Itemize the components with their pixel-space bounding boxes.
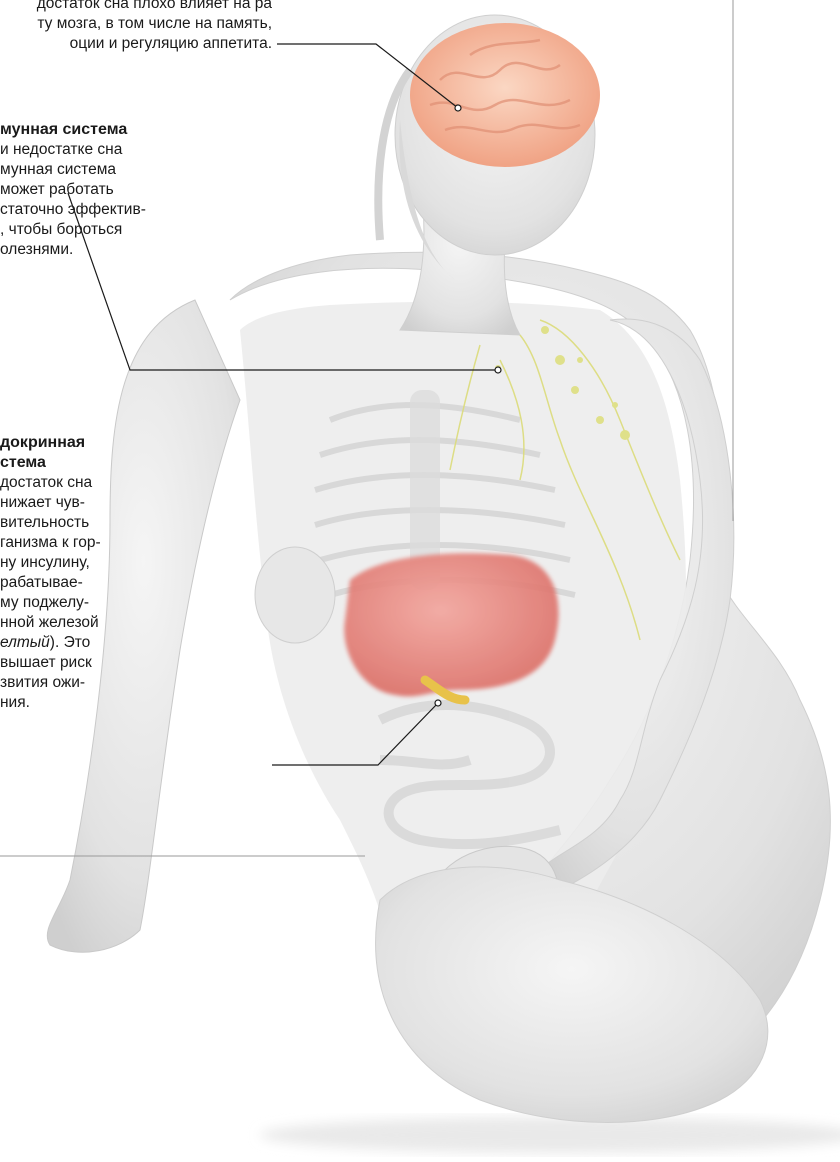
brain-caption-line: ту мозга, в том числе на память,: [0, 14, 272, 34]
immune-line: мунная система: [0, 160, 146, 180]
endocrine-caption: докринная стема достаток сна нижает чув-…: [0, 433, 101, 713]
endocrine-line: звития ожи-: [0, 673, 101, 693]
brain-caption: достаток сна плохо влияет на ра ту мозга…: [0, 0, 272, 54]
endocrine-line: нижает чув-: [0, 493, 101, 513]
endocrine-italic-suffix: ). Это: [50, 634, 90, 651]
immune-line: может работать: [0, 180, 146, 200]
endocrine-title: докринная: [0, 433, 101, 453]
pancreas-color-note: елтый: [0, 634, 50, 651]
endocrine-line: ну инсулину,: [0, 553, 101, 573]
endocrine-line: вительность: [0, 513, 101, 533]
immune-title: мунная система: [0, 120, 146, 140]
immune-line: , чтобы бороться: [0, 220, 146, 240]
immune-line: статочно эффектив-: [0, 200, 146, 220]
endocrine-title: стема: [0, 453, 101, 473]
endocrine-line: вышает риск: [0, 653, 101, 673]
immune-caption: мунная система и недостатке сна мунная с…: [0, 120, 146, 260]
endocrine-line-italic: елтый). Это: [0, 633, 101, 653]
endocrine-line: ганизма к гор-: [0, 533, 101, 553]
endocrine-line: достаток сна: [0, 473, 101, 493]
endocrine-line: рабатывае-: [0, 573, 101, 593]
breast: [255, 547, 335, 643]
endocrine-line: му поджелу-: [0, 593, 101, 613]
liver: [344, 553, 558, 696]
immune-line: и недостатке сна: [0, 140, 146, 160]
floor-shadow: [260, 1117, 840, 1153]
endocrine-line: нной железой: [0, 613, 101, 633]
brain-caption-line: достаток сна плохо влияет на ра: [0, 0, 272, 14]
endocrine-line: ния.: [0, 693, 101, 713]
immune-line: олезнями.: [0, 240, 146, 260]
brain-caption-line: оции и регуляцию аппетита.: [0, 34, 272, 54]
